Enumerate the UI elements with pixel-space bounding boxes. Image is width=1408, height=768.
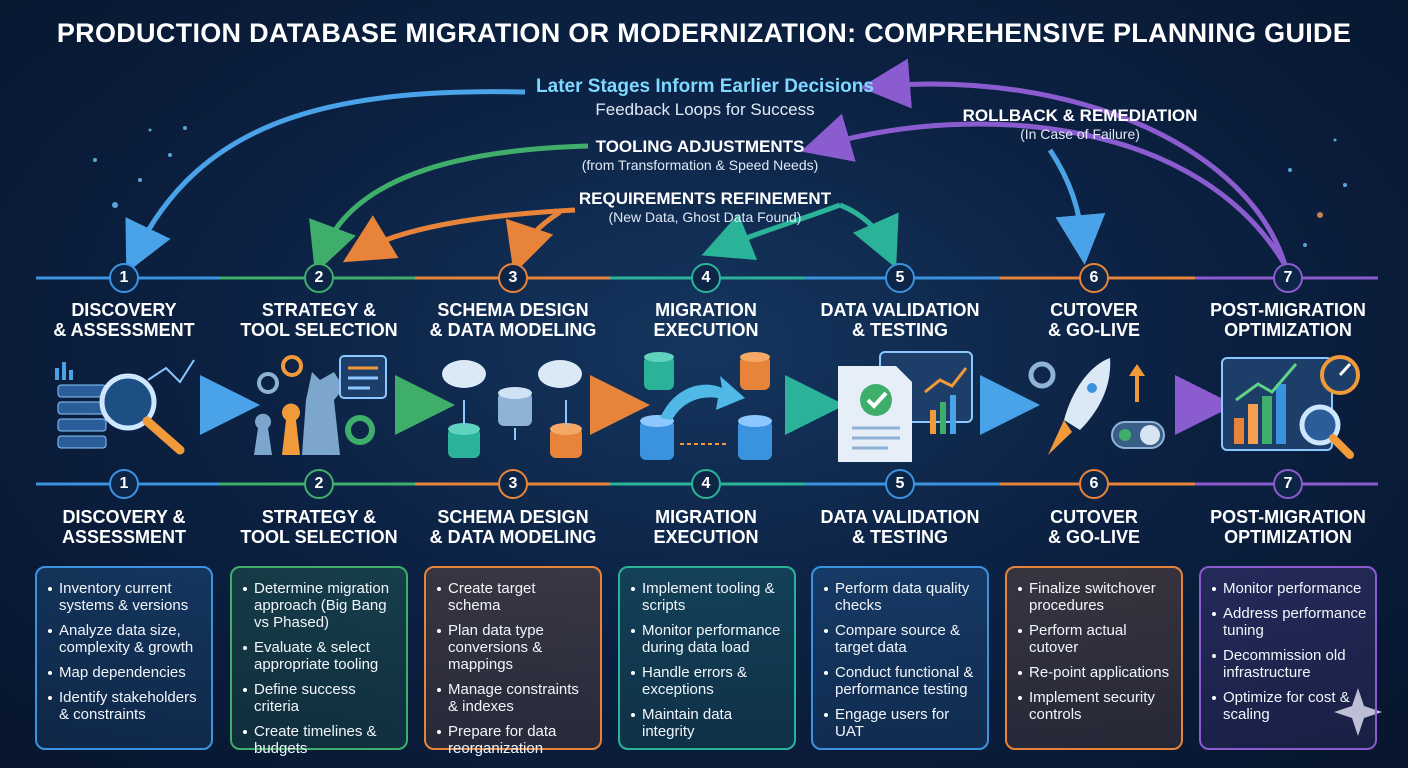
feedback-rollback-label: ROLLBACK & REMEDIATION bbox=[962, 106, 1198, 125]
stage-task-item: Analyze data size, complexity & growth bbox=[47, 622, 203, 656]
stage-task-item: Map dependencies bbox=[47, 664, 203, 681]
stage-task-item: Implement tooling & scripts bbox=[630, 580, 786, 614]
stage-number-bottom: 3 bbox=[498, 469, 528, 499]
stage-label-top: STRATEGY & TOOL SELECTION bbox=[240, 300, 398, 340]
stage-number-top: 3 bbox=[498, 263, 528, 293]
rocket-toggle-icon bbox=[1028, 358, 1165, 455]
stage-number-top: 1 bbox=[109, 263, 139, 293]
stage-task-item: Evaluate & select appropriate tooling bbox=[242, 639, 398, 673]
feedback-requirements-note: (New Data, Ghost Data Found) bbox=[608, 209, 802, 225]
stage-number-bottom: 5 bbox=[885, 469, 915, 499]
sparkle-star-icon bbox=[1334, 688, 1382, 736]
stage-number-top: 2 bbox=[304, 263, 334, 293]
stage-number-bottom: 6 bbox=[1079, 469, 1109, 499]
stage-label-bottom: CUTOVER & GO-LIVE bbox=[1047, 507, 1140, 547]
feedback-main-title: Later Stages Inform Earlier Decisions bbox=[536, 76, 874, 97]
stage-task-item: Re-point applications bbox=[1017, 664, 1173, 681]
stage-label-bottom: SCHEMA DESIGN & DATA MODELING bbox=[429, 507, 597, 547]
stage-task-list: Determine migration approach (Big Bang v… bbox=[242, 580, 398, 757]
stage-label-top: MIGRATION EXECUTION bbox=[653, 300, 759, 340]
stage-number-bottom: 7 bbox=[1273, 469, 1303, 499]
stage-label-bottom: MIGRATION EXECUTION bbox=[653, 507, 759, 547]
cloud-database-schema-icon bbox=[442, 360, 582, 458]
stage-task-item: Handle errors & exceptions bbox=[630, 664, 786, 698]
stage-card: Determine migration approach (Big Bang v… bbox=[230, 566, 408, 757]
stage-task-item: Create target schema bbox=[436, 580, 592, 614]
stage-number-bottom: 2 bbox=[304, 469, 334, 499]
stage-task-item: Perform actual cutover bbox=[1017, 622, 1173, 656]
database-transfer-icon bbox=[640, 352, 772, 460]
sparkle-dots bbox=[93, 126, 1347, 247]
stage-label-top: POST-MIGRATION OPTIMIZATION bbox=[1210, 300, 1366, 340]
feedback-rollback-note: (In Case of Failure) bbox=[1020, 126, 1140, 142]
checklist-document-icon bbox=[838, 351, 973, 462]
stage-label-bottom: DATA VALIDATION & TESTING bbox=[820, 507, 980, 547]
stage-label-top: DATA VALIDATION & TESTING bbox=[820, 300, 980, 340]
stage-label-top: CUTOVER & GO-LIVE bbox=[1047, 300, 1140, 340]
stage-task-item: Determine migration approach (Big Bang v… bbox=[242, 580, 398, 631]
feedback-main-subtitle: Feedback Loops for Success bbox=[595, 100, 815, 119]
stage-task-item: Create timelines & budgets bbox=[242, 723, 398, 757]
stage-number-bottom: 1 bbox=[109, 469, 139, 499]
stage-task-item: Address performance tuning bbox=[1211, 605, 1367, 639]
stage-label-top: DISCOVERY & ASSESSMENT bbox=[53, 300, 195, 340]
stage-task-item: Implement security controls bbox=[1017, 689, 1173, 723]
stage-task-item: Monitor performance during data load bbox=[630, 622, 786, 656]
chess-gears-icon bbox=[254, 355, 387, 455]
stage-label-top: SCHEMA DESIGN & DATA MODELING bbox=[429, 300, 597, 340]
stage-number-top: 7 bbox=[1273, 263, 1303, 293]
feedback-tooling-label: TOOLING ADJUSTMENTS bbox=[595, 137, 805, 156]
chart-gauge-magnifier-icon bbox=[1221, 355, 1360, 459]
stage-task-item: Finalize switchover procedures bbox=[1017, 580, 1173, 614]
stage-task-item: Decommission old infrastructure bbox=[1211, 647, 1367, 681]
stage-task-item: Inventory current systems & versions bbox=[47, 580, 203, 614]
stage-number-bottom: 4 bbox=[691, 469, 721, 499]
stage-task-item: Compare source & target data bbox=[823, 622, 979, 656]
stage-task-item: Plan data type conversions & mappings bbox=[436, 622, 592, 673]
stage-task-item: Perform data quality checks bbox=[823, 580, 979, 614]
stage-task-item: Engage users for UAT bbox=[823, 706, 979, 740]
stage-number-top: 6 bbox=[1079, 263, 1109, 293]
stage-task-item: Manage constraints & indexes bbox=[436, 681, 592, 715]
stage-label-bottom: DISCOVERY & ASSESSMENT bbox=[61, 507, 187, 547]
stage-task-item: Identify stakeholders & constraints bbox=[47, 689, 203, 723]
stage-task-item: Define success criteria bbox=[242, 681, 398, 715]
stage-task-item: Conduct functional & performance testing bbox=[823, 664, 979, 698]
feedback-requirements-label: REQUIREMENTS REFINEMENT bbox=[578, 189, 832, 208]
stage-label-bottom: STRATEGY & TOOL SELECTION bbox=[240, 507, 398, 547]
feedback-tooling-note: (from Transformation & Speed Needs) bbox=[581, 157, 819, 173]
stage-task-item: Prepare for data reorganization bbox=[436, 723, 592, 757]
stage-label-bottom: POST-MIGRATION OPTIMIZATION bbox=[1210, 507, 1366, 547]
stage-task-item: Optimize for cost & scaling bbox=[1211, 689, 1367, 723]
stage-number-top: 5 bbox=[885, 263, 915, 293]
stage-task-item: Maintain data integrity bbox=[630, 706, 786, 740]
stage-task-item: Monitor performance bbox=[1211, 580, 1367, 597]
page-title: PRODUCTION DATABASE MIGRATION OR MODERNI… bbox=[56, 18, 1352, 48]
magnifier-server-chart-icon bbox=[55, 359, 195, 455]
stage-number-top: 4 bbox=[691, 263, 721, 293]
